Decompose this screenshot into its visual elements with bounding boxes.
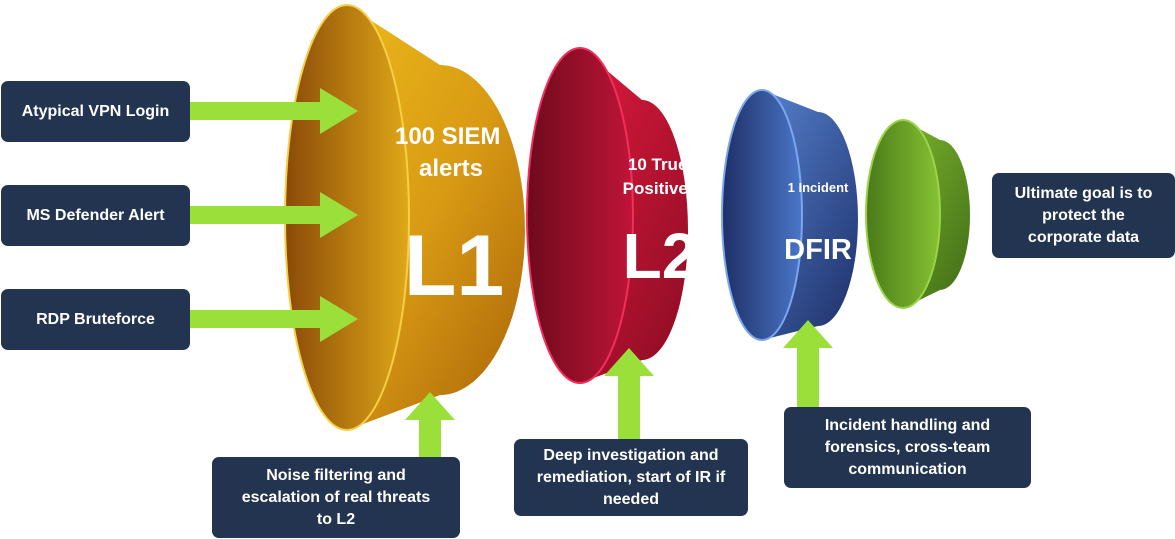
dfir-count-label: 1 Incident bbox=[788, 180, 849, 195]
up-arrows bbox=[405, 320, 833, 458]
l2-stage-label: L2 bbox=[623, 220, 698, 292]
input-arrows bbox=[190, 88, 358, 342]
l1-count-line1: 100 SIEM bbox=[395, 123, 500, 150]
arrow-up-l1 bbox=[405, 392, 455, 458]
l1-stage-label: L1 bbox=[404, 218, 504, 314]
arrow-up-l2 bbox=[604, 348, 654, 440]
arrow-right-vpn bbox=[190, 88, 358, 134]
stage-l2-cone bbox=[526, 47, 688, 384]
input-box-rdp: RDP Bruteforce bbox=[1, 289, 190, 350]
note-box-dfir: Incident handling and forensics, cross-t… bbox=[784, 407, 1031, 488]
arrow-right-rdp bbox=[190, 296, 358, 342]
dfir-stage-label: DFIR bbox=[784, 234, 852, 266]
goal-box: Ultimate goal is to protect the corporat… bbox=[992, 173, 1175, 258]
l2-count-line2: Positives bbox=[623, 179, 698, 198]
arrow-up-dfir bbox=[783, 320, 833, 408]
input-box-defender: MS Defender Alert bbox=[1, 185, 190, 246]
stage-final-cone bbox=[865, 119, 970, 309]
l1-count-label: 100 SIEM alerts bbox=[395, 123, 507, 182]
l1-count-line2: alerts bbox=[419, 155, 483, 182]
input-box-vpn: Atypical VPN Login bbox=[1, 81, 190, 142]
l2-count-line1: 10 True bbox=[628, 155, 688, 174]
arrow-right-defender bbox=[190, 192, 358, 238]
note-box-l1: Noise filtering and escalation of real t… bbox=[212, 457, 460, 538]
stage-dfir-cone bbox=[721, 89, 858, 341]
note-box-l2: Deep investigation and remediation, star… bbox=[514, 439, 748, 516]
l2-count-label: 10 True Positives bbox=[623, 155, 698, 198]
